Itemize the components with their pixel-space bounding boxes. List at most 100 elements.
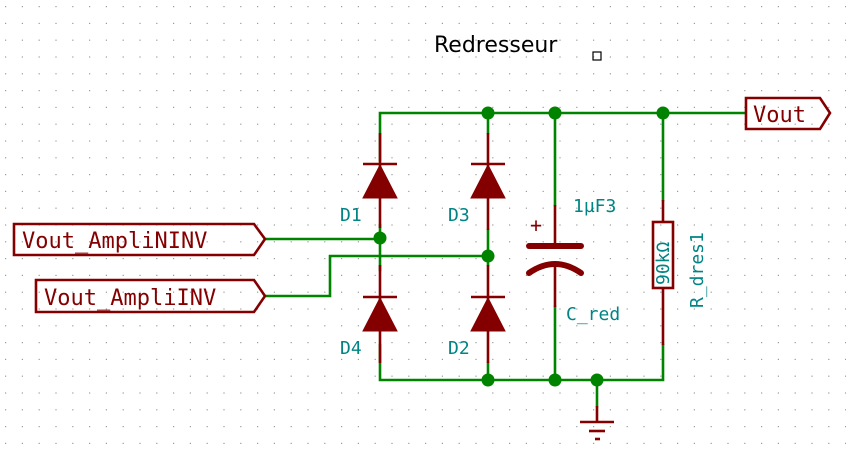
grid-dot: [475, 174, 477, 176]
grid-dot: [156, 291, 158, 293]
diode-d3[interactable]: D3: [448, 133, 506, 230]
grid-dot: [626, 409, 628, 411]
grid-dot: [828, 123, 830, 125]
grid-dot: [425, 308, 427, 310]
grid-dot: [5, 39, 7, 41]
wire-input-inv[interactable]: [263, 254, 490, 298]
grid-dot: [425, 258, 427, 260]
grid-dot: [408, 325, 410, 327]
grid-dot: [794, 39, 796, 41]
grid-dot: [341, 207, 343, 209]
grid-dot: [374, 140, 376, 142]
resistor-r-dres1[interactable]: 90kΩ R_dres1: [651, 200, 708, 345]
grid-dot: [660, 241, 662, 243]
grid-dot: [38, 22, 40, 24]
grid-dot: [72, 258, 74, 260]
grid-dot: [761, 106, 763, 108]
grid-dot: [122, 174, 124, 176]
grid-dot: [576, 106, 578, 108]
grid-dot: [542, 409, 544, 411]
grid-dot: [761, 174, 763, 176]
grid-dot: [105, 22, 107, 24]
grid-dot: [391, 73, 393, 75]
grid-dot: [425, 157, 427, 159]
grid-dot: [5, 106, 7, 108]
grid-dot: [828, 442, 830, 444]
grid-dot: [794, 375, 796, 377]
grid-dot: [593, 157, 595, 159]
grid-dot: [5, 325, 7, 327]
label-vout-amplininv[interactable]: Vout_AmpliNINV: [12, 222, 267, 257]
grid-dot: [677, 375, 679, 377]
grid-dot: [5, 308, 7, 310]
grid-dot: [509, 140, 511, 142]
grid-dot: [710, 426, 712, 428]
grid-dot: [542, 56, 544, 58]
grid-dot: [542, 426, 544, 428]
label-vout-ampliinv[interactable]: Vout_AmpliINV: [34, 278, 267, 314]
diode-d2[interactable]: D2: [448, 265, 506, 363]
grid-dot: [89, 174, 91, 176]
grid-dot: [139, 106, 141, 108]
grid-dot: [794, 140, 796, 142]
grid-dot: [609, 224, 611, 226]
grid-dot: [643, 358, 645, 360]
grid-dot: [408, 22, 410, 24]
grid-dot: [609, 22, 611, 24]
grid-dot: [105, 6, 107, 8]
grid-dot: [777, 258, 779, 260]
grid-dot: [475, 106, 477, 108]
grid-dot: [391, 308, 393, 310]
grid-dot: [710, 174, 712, 176]
grid-dot: [626, 358, 628, 360]
grid-dot: [559, 6, 561, 8]
grid-dot: [542, 174, 544, 176]
grid-dot: [21, 6, 23, 8]
grid-dot: [89, 157, 91, 159]
grid-dot: [576, 375, 578, 377]
grid-dot: [290, 308, 292, 310]
grid-dot: [744, 6, 746, 8]
wire-bottom-rail[interactable]: [378, 343, 665, 382]
grid-dot: [492, 6, 494, 8]
grid-dot: [609, 140, 611, 142]
grid-dot: [609, 325, 611, 327]
grid-dot: [173, 308, 175, 310]
diode-d1[interactable]: D1: [340, 133, 398, 228]
grid-dot: [626, 291, 628, 293]
grid-dot: [357, 6, 359, 8]
grid-dot: [206, 6, 208, 8]
grid-dot: [441, 325, 443, 327]
grid-dot: [425, 426, 427, 428]
grid-dot: [777, 157, 779, 159]
grid-dot: [5, 123, 7, 125]
grid-dot: [357, 241, 359, 243]
grid-dot: [828, 291, 830, 293]
grid-dot: [458, 241, 460, 243]
capacitor-c-red[interactable]: + 1µF3 C_red: [526, 196, 620, 325]
grid-dot: [374, 207, 376, 209]
grid-dot: [189, 39, 191, 41]
grid-dot: [324, 56, 326, 58]
grid-dot: [156, 325, 158, 327]
grid-dot: [593, 241, 595, 243]
grid-dot: [206, 174, 208, 176]
grid-dot: [525, 157, 527, 159]
grid-dot: [357, 358, 359, 360]
grid-dot: [744, 39, 746, 41]
grid-dot: [307, 224, 309, 226]
diode-d4[interactable]: D4: [340, 265, 398, 363]
grid-dot: [593, 358, 595, 360]
grid-dot: [290, 325, 292, 327]
grid-dot: [677, 106, 679, 108]
grid-dot: [307, 174, 309, 176]
label-vout[interactable]: Vout: [744, 96, 832, 131]
grid-dot: [576, 73, 578, 75]
junctions: [373, 106, 670, 387]
grid-dot: [290, 207, 292, 209]
wire-top-rail[interactable]: [378, 111, 747, 162]
grid-dot: [710, 157, 712, 159]
grid-dot: [89, 308, 91, 310]
grid-dot: [458, 56, 460, 58]
